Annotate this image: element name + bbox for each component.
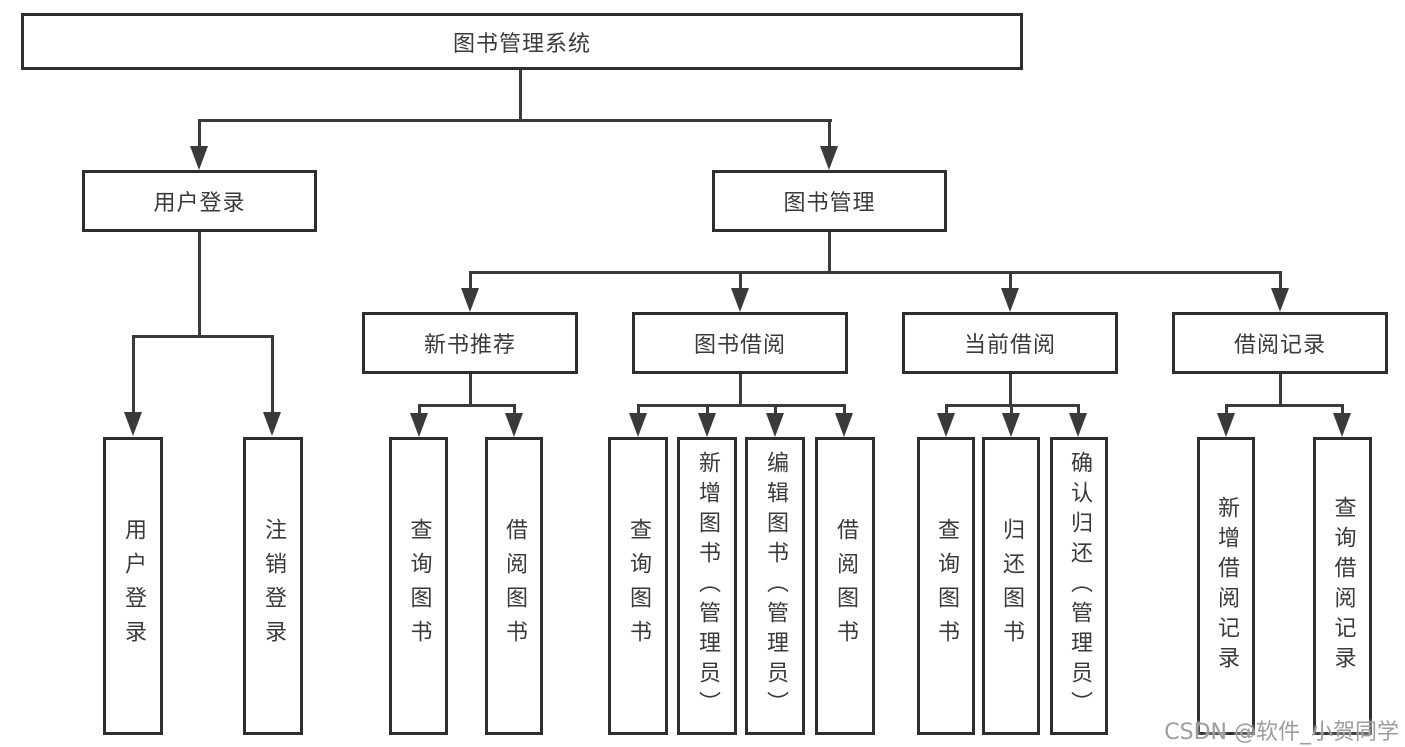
- node-cb-return-books: 归还图书: [982, 437, 1040, 735]
- arrowhead-icon: [263, 412, 281, 436]
- connector-line: [469, 271, 1282, 274]
- connector-line: [774, 404, 777, 415]
- node-label: 注销登录: [261, 518, 286, 654]
- node-label: 新增图书（管理员）: [695, 451, 720, 721]
- connector-line: [1279, 374, 1282, 407]
- arrowhead-icon: [731, 288, 749, 312]
- connector-line: [132, 335, 135, 415]
- connector-line: [637, 404, 640, 415]
- connector-line: [469, 271, 472, 291]
- node-label: 编辑图书（管理员）: [763, 451, 788, 721]
- node-bb-query-books: 查询图书: [608, 437, 668, 735]
- node-label: 当前借阅: [963, 333, 1056, 358]
- connector-line: [1009, 271, 1012, 291]
- node-label: 图书管理: [783, 191, 876, 216]
- connector-line: [706, 404, 709, 415]
- arrowhead-icon: [698, 413, 716, 437]
- node-logout: 注销登录: [243, 437, 303, 735]
- arrowhead-icon: [505, 413, 523, 437]
- connector-line: [418, 404, 516, 407]
- node-new-book-recommend: 新书推荐: [362, 312, 578, 374]
- connector-line: [739, 271, 742, 291]
- node-label: 借阅记录: [1233, 333, 1326, 358]
- node-cb-query-books: 查询图书: [917, 437, 975, 735]
- arrowhead-icon: [629, 413, 647, 437]
- node-label: 归还图书: [999, 518, 1024, 654]
- node-label: 图书借阅: [693, 333, 786, 358]
- arrowhead-icon: [190, 146, 208, 170]
- connector-line: [132, 335, 274, 338]
- connector-line: [1225, 404, 1228, 415]
- node-library-management-system: 图书管理系统: [21, 13, 1023, 70]
- node-current-borrow: 当前借阅: [902, 312, 1118, 374]
- connector-line: [1077, 404, 1080, 415]
- arrowhead-icon: [461, 288, 479, 312]
- arrowhead-icon: [820, 146, 838, 170]
- node-nbr-query-books: 查询图书: [389, 437, 448, 735]
- node-book-management: 图书管理: [712, 170, 947, 232]
- node-br-add-record: 新增借阅记录: [1197, 437, 1255, 735]
- connector-line: [828, 232, 831, 274]
- connector-line: [637, 404, 846, 407]
- connector-line: [1009, 374, 1012, 407]
- node-cb-confirm-return-admin: 确认归还（管理员）: [1050, 437, 1108, 735]
- arrowhead-icon: [1217, 413, 1235, 437]
- connector-line: [198, 232, 201, 338]
- node-bb-edit-books-admin: 编辑图书（管理员）: [745, 437, 805, 735]
- arrowhead-icon: [1069, 413, 1087, 437]
- node-label: 新增借阅记录: [1214, 496, 1239, 676]
- node-label: 图书管理系统: [452, 31, 591, 57]
- node-label: 查询图书: [406, 518, 432, 654]
- node-label: 新书推荐: [423, 333, 516, 358]
- node-br-query-record: 查询借阅记录: [1313, 437, 1372, 735]
- arrowhead-icon: [835, 413, 853, 437]
- node-user-login: 用户登录: [82, 170, 317, 232]
- node-nbr-borrow-books: 借阅图书: [485, 437, 543, 735]
- connector-line: [1225, 404, 1344, 407]
- connector-line: [1341, 404, 1344, 415]
- arrowhead-icon: [1001, 288, 1019, 312]
- arrowhead-icon: [1002, 413, 1020, 437]
- connector-line: [1279, 271, 1282, 291]
- connector-line: [843, 404, 846, 415]
- node-label: 用户登录: [153, 191, 246, 216]
- connector-line: [1010, 404, 1013, 415]
- node-bb-borrow-books: 借阅图书: [815, 437, 875, 735]
- csdn-watermark: CSDN @软件_小贺同学: [1164, 720, 1399, 745]
- arrowhead-icon: [124, 412, 142, 436]
- connector-line: [828, 119, 831, 149]
- node-label: 借阅图书: [502, 518, 527, 654]
- connector-line: [418, 404, 421, 415]
- node-label: 查询借阅记录: [1330, 496, 1356, 676]
- connector-line: [739, 374, 742, 407]
- node-label: 借阅图书: [833, 518, 858, 654]
- connector-line: [198, 119, 832, 122]
- connector-line: [469, 374, 472, 407]
- node-book-borrow: 图书借阅: [632, 312, 848, 374]
- connector-line: [198, 119, 201, 149]
- arrowhead-icon: [1271, 288, 1289, 312]
- node-label: 用户登录: [121, 518, 146, 654]
- node-borrow-records: 借阅记录: [1172, 312, 1388, 374]
- node-label: 确认归还（管理员）: [1067, 451, 1092, 721]
- arrowhead-icon: [766, 413, 784, 437]
- node-user-login-leaf: 用户登录: [103, 437, 163, 735]
- connector-line: [513, 404, 516, 415]
- node-bb-add-books-admin: 新增图书（管理员）: [677, 437, 737, 735]
- arrowhead-icon: [410, 413, 428, 437]
- connector-line: [519, 70, 522, 120]
- node-label: 查询图书: [934, 518, 959, 654]
- arrowhead-icon: [937, 413, 955, 437]
- node-label: 查询图书: [626, 518, 651, 654]
- arrowhead-icon: [1333, 413, 1351, 437]
- connector-line: [271, 335, 274, 415]
- connector-line: [945, 404, 948, 415]
